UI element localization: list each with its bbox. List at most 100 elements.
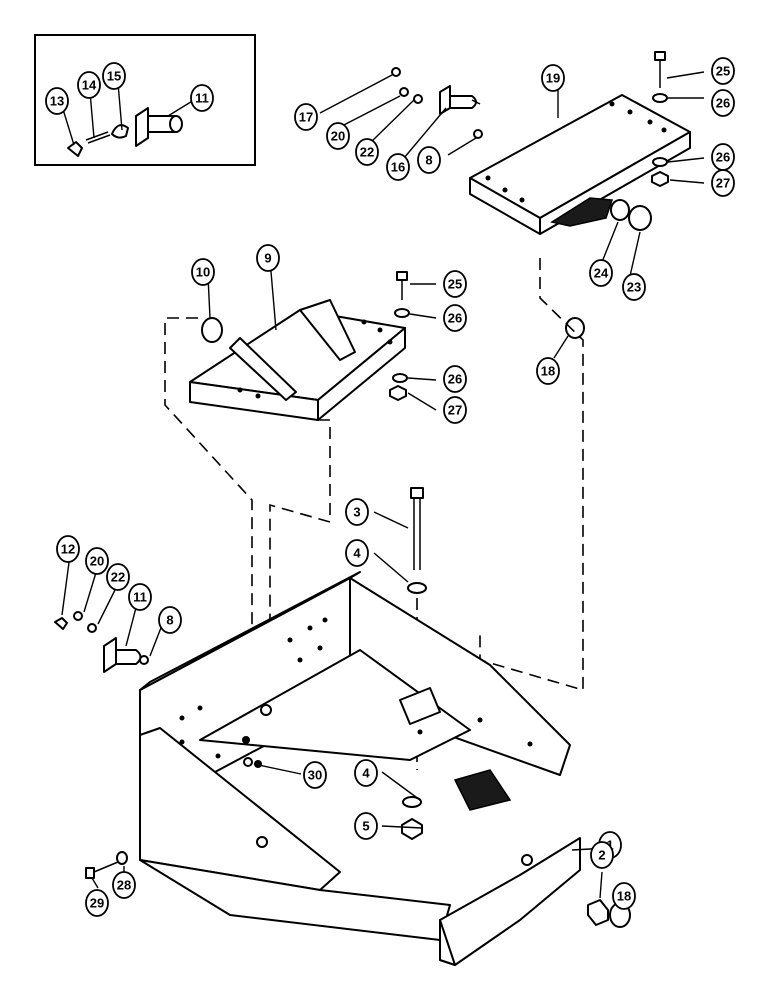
callout-circle bbox=[294, 103, 318, 131]
callout-number: 27 bbox=[448, 403, 462, 418]
callout-circle bbox=[711, 57, 735, 85]
callout-number: 28 bbox=[117, 878, 131, 893]
callout-c20a: 20 bbox=[326, 122, 350, 150]
callout-number: 24 bbox=[594, 266, 609, 281]
callout-c18a: 18 bbox=[536, 357, 560, 385]
bolt-3 bbox=[407, 487, 427, 594]
callout-c8a: 8 bbox=[417, 146, 441, 174]
callout-circle bbox=[56, 535, 80, 563]
callout-number: 26 bbox=[716, 96, 730, 111]
callout-circle bbox=[102, 62, 126, 90]
callout-number: 29 bbox=[90, 896, 104, 911]
callout-number: 5 bbox=[362, 819, 369, 834]
callout-circle bbox=[106, 563, 130, 591]
callout-circle bbox=[190, 84, 214, 112]
bolt-hardware-upper-right bbox=[565, 51, 669, 339]
callout-c4b: 4 bbox=[354, 759, 378, 787]
mount-plate-9 bbox=[189, 299, 406, 421]
callout-number: 4 bbox=[353, 546, 361, 561]
callout-circle bbox=[158, 606, 182, 634]
callout-number: 13 bbox=[50, 94, 64, 109]
callout-c26c: 26 bbox=[443, 304, 467, 332]
callout-c3: 3 bbox=[345, 498, 369, 526]
callout-c11b: 11 bbox=[128, 583, 152, 611]
bolt-hardware-middle bbox=[389, 271, 410, 401]
callout-circle bbox=[191, 258, 215, 286]
callout-circle bbox=[443, 365, 467, 393]
callout-number: 25 bbox=[448, 277, 462, 292]
callout-circle bbox=[612, 882, 636, 910]
callout-circle bbox=[354, 812, 378, 840]
callout-number: 20 bbox=[331, 129, 345, 144]
callout-circle bbox=[45, 87, 69, 115]
callout-c18b: 18 bbox=[612, 882, 636, 910]
main-frame-1 bbox=[139, 571, 581, 966]
callout-c2: 2 bbox=[590, 841, 614, 869]
callout-c22a: 22 bbox=[355, 138, 379, 166]
callout-number: 25 bbox=[716, 64, 730, 79]
callout-circle bbox=[711, 89, 735, 117]
callout-circle bbox=[590, 841, 614, 869]
callout-number: 8 bbox=[166, 613, 173, 628]
callout-circle bbox=[345, 539, 369, 567]
callout-number: 11 bbox=[133, 590, 147, 605]
callout-circle bbox=[541, 64, 565, 92]
callout-circle bbox=[326, 122, 350, 150]
callout-c23: 23 bbox=[622, 273, 646, 301]
callout-number: 18 bbox=[541, 364, 555, 379]
callout-number: 26 bbox=[448, 311, 462, 326]
callout-c9: 9 bbox=[256, 244, 280, 272]
callout-c28: 28 bbox=[112, 871, 136, 899]
callout-number: 27 bbox=[716, 176, 730, 191]
callout-c22b: 22 bbox=[106, 563, 130, 591]
callout-circle bbox=[443, 304, 467, 332]
callout-c26b: 26 bbox=[711, 143, 735, 171]
callout-circle bbox=[128, 583, 152, 611]
callout-circle bbox=[345, 498, 369, 526]
callout-c8b: 8 bbox=[158, 606, 182, 634]
callout-number: 18 bbox=[617, 889, 631, 904]
callout-number: 3 bbox=[353, 505, 360, 520]
callout-circle bbox=[355, 138, 379, 166]
callout-number: 15 bbox=[107, 69, 121, 84]
callout-number: 9 bbox=[264, 251, 271, 266]
callout-c27b: 27 bbox=[443, 396, 467, 424]
callout-c16: 16 bbox=[386, 153, 410, 181]
callout-number: 19 bbox=[546, 71, 560, 86]
callout-circle bbox=[536, 357, 560, 385]
callout-c15: 15 bbox=[102, 62, 126, 90]
callout-c27a: 27 bbox=[711, 169, 735, 197]
callout-number: 17 bbox=[299, 110, 313, 125]
callout-number: 14 bbox=[82, 78, 97, 93]
callout-c4a: 4 bbox=[345, 539, 369, 567]
callout-circle bbox=[622, 273, 646, 301]
callout-circle bbox=[711, 169, 735, 197]
callout-c26d: 26 bbox=[443, 365, 467, 393]
callout-number: 11 bbox=[195, 91, 209, 106]
callout-c25b: 25 bbox=[443, 270, 467, 298]
callout-number: 22 bbox=[111, 570, 125, 585]
callout-c19: 19 bbox=[541, 64, 565, 92]
callout-number: 2 bbox=[598, 848, 605, 863]
callout-circle bbox=[77, 71, 101, 99]
callout-circle bbox=[417, 146, 441, 174]
callout-c13: 13 bbox=[45, 87, 69, 115]
callout-circle bbox=[354, 759, 378, 787]
callout-c30: 30 bbox=[303, 761, 327, 789]
callout-c24: 24 bbox=[589, 259, 613, 287]
callout-number: 22 bbox=[360, 145, 374, 160]
callout-number: 26 bbox=[716, 150, 730, 165]
mount-plate-19 bbox=[469, 94, 691, 235]
callout-number: 23 bbox=[627, 280, 641, 295]
callout-circle bbox=[85, 889, 109, 917]
callout-circle bbox=[443, 396, 467, 424]
callout-c25a: 25 bbox=[711, 57, 735, 85]
callout-number: 10 bbox=[196, 265, 210, 280]
callout-number: 16 bbox=[391, 160, 405, 175]
callout-number: 12 bbox=[61, 542, 75, 557]
callout-circle bbox=[303, 761, 327, 789]
callout-c11a: 11 bbox=[190, 84, 214, 112]
pin-assembly-lower bbox=[54, 611, 149, 673]
pin-assembly-upper bbox=[391, 67, 483, 139]
